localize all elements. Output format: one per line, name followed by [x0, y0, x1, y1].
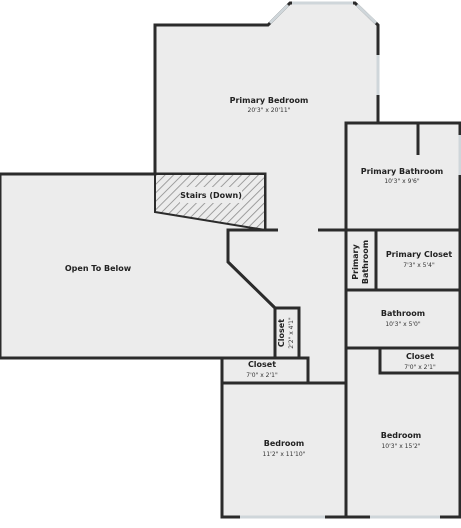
window: [355, 3, 378, 25]
closet-right-dims: 7'0" x 2'1": [404, 364, 436, 371]
stairs-label-box: [180, 187, 242, 203]
primary-bedroom-name: Primary Bedroom: [230, 96, 309, 105]
primary-bathroom-area: [344, 121, 461, 232]
open-to-below-name: Open To Below: [65, 264, 132, 273]
bedroom-right-dims: 10'3" x 15'2": [381, 443, 420, 450]
primary-closet-name: Primary Closet: [386, 250, 453, 259]
closet-left-area: [220, 356, 310, 385]
window: [268, 3, 290, 25]
bathroom-name: Bathroom: [381, 309, 425, 318]
closet-left-dims: 7'0" x 2'1": [246, 372, 278, 379]
closet-right-name: Closet: [406, 352, 434, 361]
bedroom-right-area: [344, 346, 461, 519]
bathroom-dims: 10'3" x 5'0": [385, 321, 421, 328]
bedroom-left-dims: 11'2" x 11'10": [263, 451, 306, 458]
bathroom-area: [344, 288, 461, 350]
bedroom-left-name: Bedroom: [264, 439, 305, 448]
primary-bedroom-dims: 20'3" x 20'11": [248, 107, 291, 114]
primary-bathroom-wc-line1: Primary: [351, 243, 360, 279]
closet-left-name: Closet: [248, 360, 276, 369]
primary-bathroom-wc-line2: Bathroom: [361, 240, 370, 284]
stairs-name: Stairs (Down): [180, 191, 242, 200]
hall-closet-name: Closet: [277, 319, 286, 347]
primary-bathroom-dims: 10'3" x 9'6": [384, 178, 420, 185]
primary-closet-dims: 7'3" x 5'4": [403, 262, 435, 269]
primary-closet-area: [374, 228, 461, 292]
primary-bathroom-name: Primary Bathroom: [361, 167, 444, 176]
bedroom-right-name: Bedroom: [381, 431, 422, 440]
bedroom-left-area: [220, 381, 348, 519]
hall-closet-dims: 2'2" x 4'1": [288, 317, 295, 349]
